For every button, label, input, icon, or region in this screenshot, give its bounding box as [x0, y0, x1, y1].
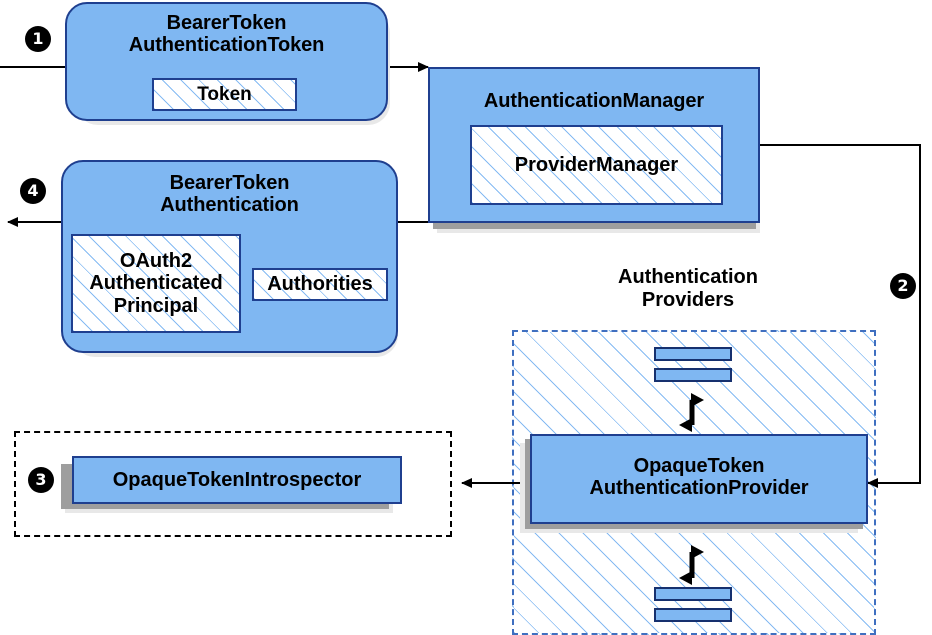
- step-marker-3: 3: [28, 467, 54, 493]
- bearer-token-authentication-title-line2: Authentication: [160, 194, 299, 217]
- authorities-label: Authorities: [267, 273, 373, 296]
- bearer-token-authentication-token-title-line1: BearerToken: [166, 12, 287, 34]
- oauth2-authenticated-principal-label: OAuth2 Authenticated Principal: [89, 250, 222, 317]
- authentication-providers-label: Authentication Providers: [512, 266, 864, 312]
- provider-manager-child-label: ProviderManager: [514, 153, 679, 176]
- step-marker-1-number: 1: [32, 29, 44, 48]
- oauth2-principal-line1: OAuth2: [119, 249, 193, 272]
- bearer-token-authentication-title: BearerToken Authentication: [63, 172, 396, 217]
- bearer-token-authentication-token-title-line2: AuthenticationToken: [128, 34, 325, 57]
- step-marker-2: 2: [890, 273, 916, 299]
- opaque-token-authentication-provider-title-line2: AuthenticationProvider: [589, 477, 809, 500]
- authentication-providers-label-line1: Authentication: [618, 266, 758, 288]
- token-child-box[interactable]: Token: [152, 78, 297, 111]
- provider-bar-top-1: [654, 347, 732, 361]
- provider-bar-bottom-1: [654, 587, 732, 601]
- oauth2-authenticated-principal-box[interactable]: OAuth2 Authenticated Principal: [71, 234, 241, 333]
- authentication-providers-label-line2: Providers: [641, 288, 735, 311]
- opaque-token-authentication-provider-title-line1: OpaqueToken: [633, 455, 765, 477]
- bearer-token-authentication-title-line1: BearerToken: [169, 172, 290, 194]
- opaque-token-authentication-provider-node[interactable]: OpaqueToken AuthenticationProvider: [530, 434, 868, 524]
- provider-bar-bottom-2: [654, 608, 732, 622]
- provider-manager-child-box[interactable]: ProviderManager: [470, 125, 723, 205]
- oauth2-principal-line3: Principal: [113, 294, 199, 317]
- provider-bar-top-2: [654, 368, 732, 382]
- token-child-label: Token: [197, 83, 252, 105]
- opaque-token-introspector-label: OpaqueTokenIntrospector: [112, 468, 362, 491]
- oauth2-principal-line2: Authenticated: [89, 272, 223, 295]
- bearer-token-authentication-token-title: BearerToken AuthenticationToken: [67, 12, 386, 57]
- step-marker-2-number: 2: [897, 276, 909, 295]
- opaque-token-authentication-provider-title: OpaqueToken AuthenticationProvider: [532, 455, 866, 500]
- step-marker-3-number: 3: [35, 470, 47, 489]
- step-marker-4-number: 4: [27, 181, 39, 200]
- authorities-box[interactable]: Authorities: [252, 268, 388, 301]
- authentication-manager-title: AuthenticationManager: [483, 90, 705, 112]
- step-marker-1: 1: [25, 26, 51, 52]
- introspector-group-container: [14, 431, 452, 537]
- opaque-token-introspector-node[interactable]: OpaqueTokenIntrospector: [72, 456, 402, 504]
- step-marker-4: 4: [20, 178, 46, 204]
